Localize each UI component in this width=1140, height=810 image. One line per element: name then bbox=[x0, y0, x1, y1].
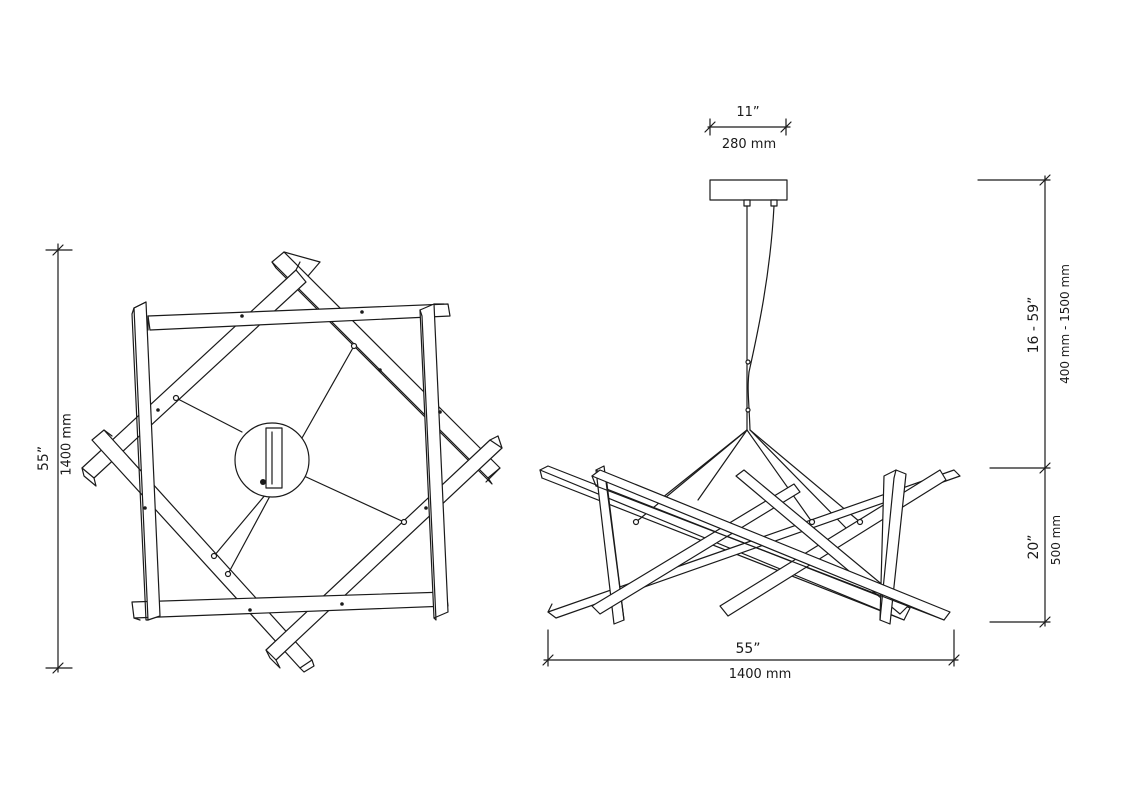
canopy-width-dimension bbox=[705, 119, 791, 135]
frame-bar-left bbox=[132, 302, 160, 620]
suspension-range-inch: 16 - 59” bbox=[1026, 296, 1042, 354]
canopy-width-inch: 11” bbox=[736, 105, 760, 120]
suspension-wires-top bbox=[174, 344, 407, 577]
top-view-height-mm: 1400 mm bbox=[59, 413, 75, 476]
suspension-range-mm: 400 mm - 1500 mm bbox=[1058, 264, 1072, 384]
height-dimensions bbox=[978, 175, 1050, 627]
fixture-height-mm: 500 mm bbox=[1049, 514, 1063, 566]
fixture-height-inch: 20” bbox=[1026, 534, 1042, 560]
side-bar-8 bbox=[592, 470, 950, 620]
top-view-height-dimension bbox=[46, 244, 72, 673]
side-attachment-points bbox=[634, 520, 863, 525]
side-view bbox=[540, 119, 1050, 666]
top-view-height-inch: 55” bbox=[36, 445, 52, 471]
frame-bar-bottom bbox=[132, 592, 448, 620]
top-view bbox=[46, 244, 502, 673]
width-inch: 55” bbox=[735, 641, 761, 657]
canopy-top-view bbox=[235, 423, 309, 497]
frame-bar-top bbox=[148, 304, 450, 330]
width-dimension bbox=[543, 630, 959, 666]
width-mm: 1400 mm bbox=[728, 667, 792, 682]
canopy-width-mm: 280 mm bbox=[721, 137, 777, 152]
canopy-side bbox=[710, 180, 787, 206]
frame-bar-right bbox=[420, 304, 448, 620]
suspension-cables bbox=[636, 206, 860, 530]
